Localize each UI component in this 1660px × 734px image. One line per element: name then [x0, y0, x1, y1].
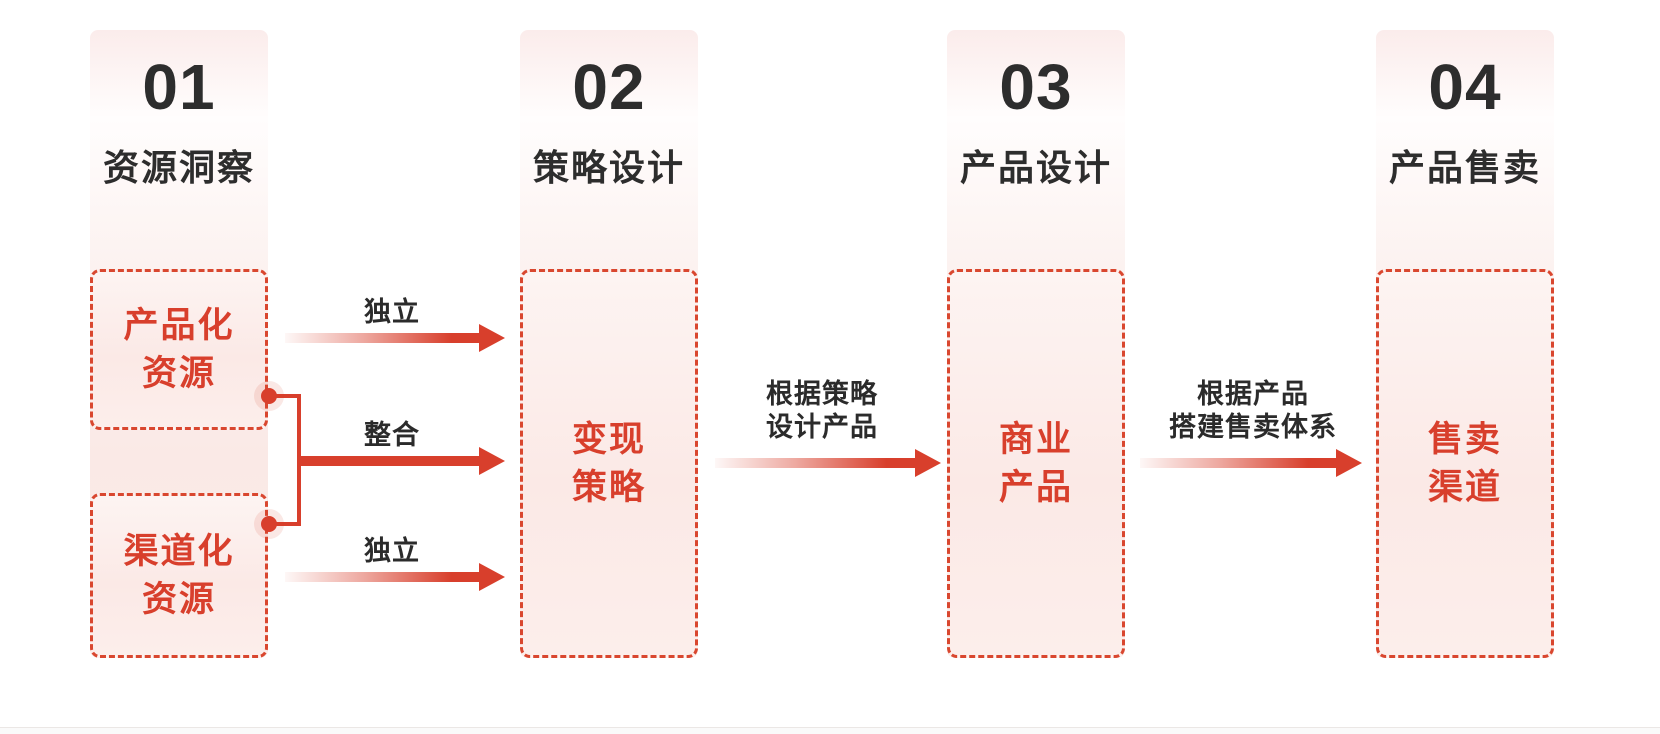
- arrow-head-icon: [1336, 449, 1362, 477]
- box-channelized-resources: 渠道化 资源: [90, 493, 268, 658]
- box-channelized-resources-label: 渠道化 资源: [123, 531, 235, 619]
- arrow-body: [1140, 458, 1338, 468]
- step-title-1: 资源洞察: [102, 147, 255, 188]
- label-integrate: 整合: [364, 420, 420, 450]
- box-productized-resources: 产品化 资源: [90, 269, 268, 430]
- arrow-head-icon: [479, 324, 505, 352]
- step-number-4: 04: [1428, 51, 1502, 123]
- label-independent-top: 独立: [364, 297, 420, 327]
- connector-dot-bottom: [261, 516, 277, 532]
- step-number-2: 02: [572, 51, 646, 123]
- box-commercial-product-label: 商业 产品: [998, 419, 1073, 507]
- arrow-body: [715, 458, 917, 468]
- arrow-body: [299, 456, 481, 466]
- step-number-1: 01: [142, 51, 216, 123]
- arrow-strategy-to-product: [715, 449, 941, 477]
- arrow-head-icon: [479, 447, 505, 475]
- arrow-body: [285, 333, 481, 343]
- box-sales-channel-label: 售卖 渠道: [1427, 419, 1502, 507]
- arrow-body: [285, 572, 481, 582]
- arrow-integrate: [299, 447, 505, 475]
- label-independent-bottom: 独立: [364, 536, 420, 566]
- box-sales-channel: 售卖 渠道: [1376, 269, 1554, 658]
- arrow-product-to-sales: [1140, 449, 1362, 477]
- bracket-line-bottom: [269, 522, 301, 526]
- box-monetization-strategy-label: 变现 策略: [571, 419, 646, 507]
- bracket-line-vertical: [297, 394, 301, 526]
- box-monetization-strategy: 变现 策略: [520, 269, 698, 658]
- step-number-3: 03: [999, 51, 1073, 123]
- box-commercial-product: 商业 产品: [947, 269, 1125, 658]
- label-strategy-to-product: 根据策略 设计产品: [766, 379, 878, 442]
- footer-strip: [0, 728, 1660, 734]
- arrow-head-icon: [915, 449, 941, 477]
- connector-dot-top: [261, 388, 277, 404]
- box-productized-resources-label: 产品化 资源: [123, 305, 235, 393]
- label-product-to-sales: 根据产品 搭建售卖体系: [1169, 379, 1337, 442]
- arrow-independent-bottom: [285, 563, 505, 591]
- bottom-divider: [0, 727, 1660, 728]
- step-title-3: 产品设计: [959, 147, 1112, 188]
- arrow-head-icon: [479, 563, 505, 591]
- bracket-line-top: [269, 394, 301, 398]
- arrow-independent-top: [285, 324, 505, 352]
- step-title-2: 策略设计: [532, 147, 685, 188]
- step-title-4: 产品售卖: [1388, 147, 1541, 188]
